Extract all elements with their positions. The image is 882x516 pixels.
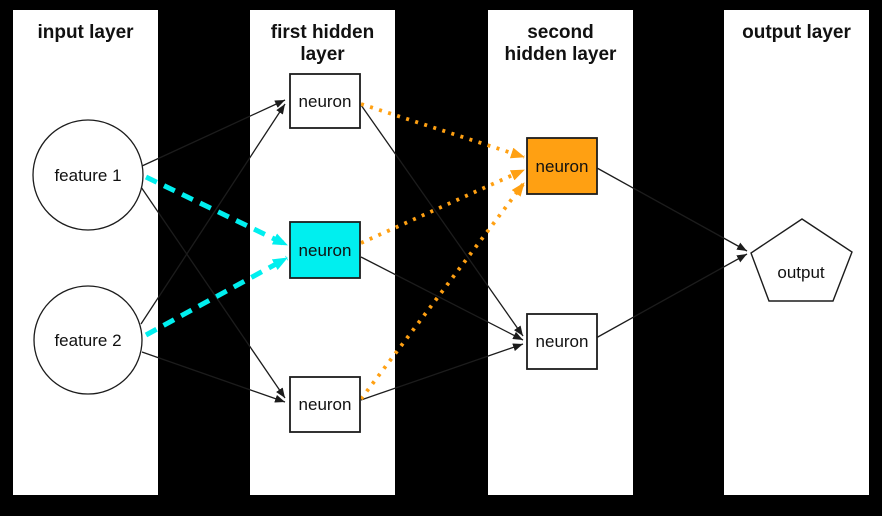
feature-1-label: feature 1 — [54, 166, 121, 185]
edge-feature1-h1middle-highlight — [144, 174, 289, 248]
output-pentagon — [750, 218, 853, 302]
node-feature-1: feature 1 — [32, 119, 144, 231]
edge-h1top-h2bottom — [360, 104, 524, 337]
edge-h1bottom-h2bottom — [360, 343, 524, 401]
h1-top-box — [289, 73, 361, 129]
h2-bottom-box — [526, 313, 598, 370]
edge-feature2-h1top — [140, 103, 286, 325]
edge-h1bottom-h2top-highlight — [359, 181, 526, 401]
edge-feature2-h1middle-highlight — [144, 255, 289, 338]
edge-feature1-h1top — [141, 99, 286, 167]
output-label: output — [777, 263, 825, 282]
h2-top-box — [526, 137, 598, 195]
node-neuron-h2-bottom: neuron — [526, 313, 598, 370]
edge-feature1-h1bottom — [140, 186, 286, 399]
edge-h2bottom-output — [595, 253, 748, 339]
title-first-hidden-line1: first hidden — [271, 22, 374, 43]
h2-top-label: neuron — [536, 157, 589, 176]
title-first-hidden-line2: layer — [300, 44, 345, 65]
node-neuron-h1-middle-cyan: neuron — [289, 221, 361, 279]
node-neuron-h2-top-orange: neuron — [526, 137, 598, 195]
panel-input-layer — [13, 10, 158, 495]
title-second-hidden-line2: hidden layer — [505, 44, 618, 65]
title-output-layer: output layer — [742, 22, 851, 43]
edge-h1middle-h2bottom — [360, 256, 524, 341]
node-neuron-h1-top: neuron — [289, 73, 361, 129]
edge-h2top-output — [596, 167, 748, 252]
node-neuron-h1-bottom: neuron — [289, 376, 361, 433]
node-output: output — [750, 218, 853, 302]
feature-1-circle — [32, 119, 144, 231]
h1-bottom-label: neuron — [299, 395, 352, 414]
edge-h1middle-h2top-highlight — [360, 168, 525, 245]
h1-middle-box — [289, 221, 361, 279]
h1-top-label: neuron — [299, 92, 352, 111]
feature-2-circle — [33, 285, 143, 395]
feature-2-label: feature 2 — [54, 331, 121, 350]
h1-middle-label: neuron — [299, 241, 352, 260]
title-second-hidden-line1: second — [527, 22, 594, 43]
panel-second-hidden-layer — [488, 10, 633, 495]
node-feature-2: feature 2 — [33, 285, 143, 395]
edge-h1top-h2top-highlight — [360, 102, 525, 159]
h2-bottom-label: neuron — [536, 332, 589, 351]
h1-bottom-box — [289, 376, 361, 433]
edge-feature2-h1bottom — [141, 351, 286, 403]
title-input-layer: input layer — [37, 22, 134, 43]
